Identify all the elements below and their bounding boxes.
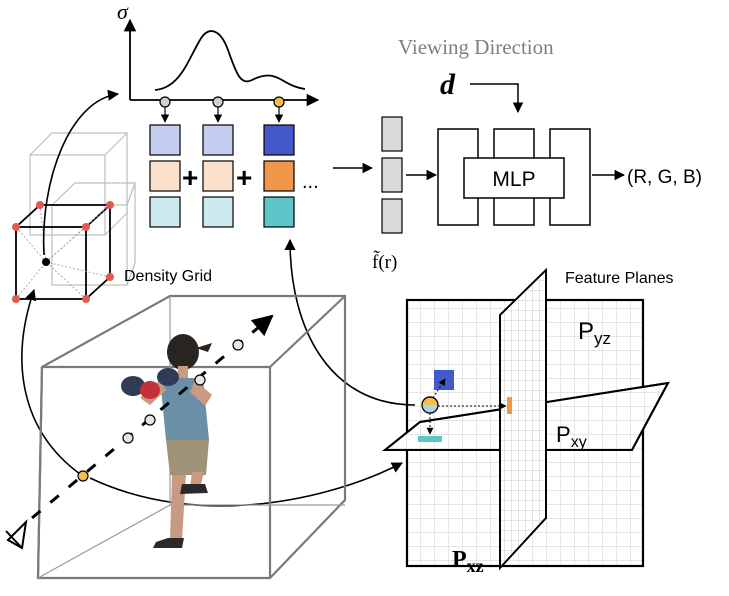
arrow-grid-to-plot bbox=[42, 89, 120, 256]
feature-symbol: f̃(r) bbox=[372, 249, 397, 273]
sigma-label: σ bbox=[117, 0, 129, 24]
arrow-planes-to-features bbox=[284, 238, 416, 406]
ray-point-3 bbox=[144, 414, 156, 426]
ray-point-4 bbox=[194, 374, 206, 386]
density-curve bbox=[154, 30, 306, 91]
plus-sign-2: + bbox=[236, 162, 252, 193]
density-plot: σ bbox=[117, 0, 320, 123]
feature-planes bbox=[382, 267, 670, 571]
plane-yz-label: Pyz bbox=[578, 318, 611, 348]
sample-point-3 bbox=[273, 96, 285, 108]
sample-point-2 bbox=[212, 96, 224, 108]
scene-cube bbox=[36, 294, 347, 580]
camera-ray bbox=[31, 314, 274, 520]
plane-xz-label: Pxz bbox=[452, 547, 484, 576]
camera-eye-icon bbox=[5, 519, 28, 550]
mlp-block: MLP bbox=[437, 128, 591, 226]
ray-point-1 bbox=[77, 470, 89, 482]
plane-xy-label: Pxy bbox=[556, 422, 587, 451]
feature-stack-3 bbox=[263, 124, 295, 228]
d-symbol: d bbox=[440, 68, 456, 101]
ray-point-5 bbox=[232, 339, 244, 351]
output-label: (R, G, B) bbox=[627, 167, 702, 188]
arrow-d-to-mlp bbox=[470, 83, 524, 114]
feature-planes-label: Feature Planes bbox=[565, 270, 674, 287]
mlp-label: MLP bbox=[492, 168, 535, 191]
density-grid-label: Density Grid bbox=[124, 268, 212, 285]
viewing-direction-label: Viewing Direction bbox=[398, 35, 554, 59]
feature-cell-teal bbox=[418, 436, 442, 442]
boxer-figure bbox=[121, 334, 212, 548]
ellipsis: ... bbox=[302, 171, 319, 193]
aggregated-feature bbox=[381, 116, 403, 234]
plus-sign-1: + bbox=[182, 162, 198, 193]
feature-stack-2 bbox=[202, 124, 234, 228]
density-grid bbox=[12, 132, 136, 303]
arrow-point-to-grid bbox=[21, 288, 81, 475]
ray-point-2 bbox=[122, 432, 134, 444]
feature-stack-1 bbox=[149, 124, 181, 228]
arrow-point-to-planes bbox=[89, 462, 403, 507]
sample-point-1 bbox=[159, 96, 171, 108]
feature-cell-orange bbox=[507, 397, 512, 414]
